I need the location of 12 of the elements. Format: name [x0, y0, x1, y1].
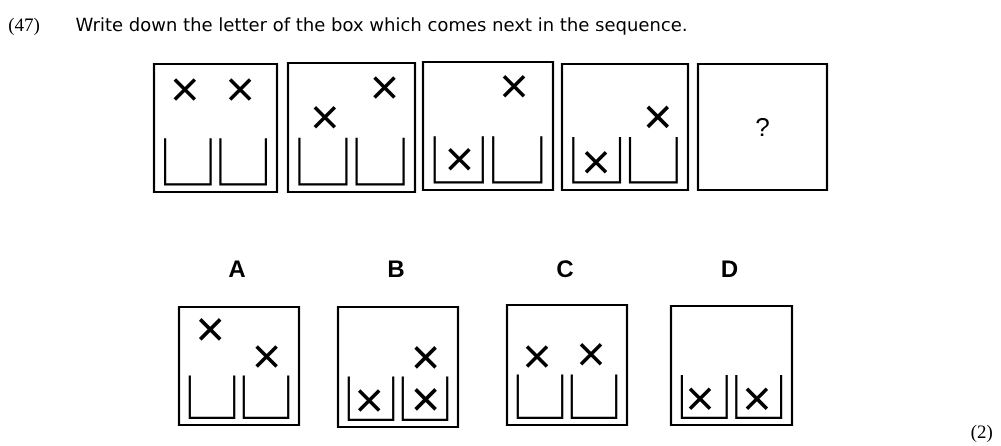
sequence-box	[421, 60, 555, 192]
marks-label: (2)	[971, 424, 992, 443]
question-number: (47)	[9, 17, 40, 36]
sequence-box	[286, 61, 417, 194]
option-letter: C	[557, 260, 573, 278]
option-letter: B	[388, 260, 404, 277]
question-text: Write down the letter of the box which comes next in the sequence.	[76, 17, 686, 35]
option-letter: A	[228, 260, 246, 277]
question-box: ?	[696, 62, 829, 192]
option-letter: D	[722, 260, 738, 277]
sequence-box	[152, 62, 279, 194]
sequence-box	[560, 62, 690, 192]
